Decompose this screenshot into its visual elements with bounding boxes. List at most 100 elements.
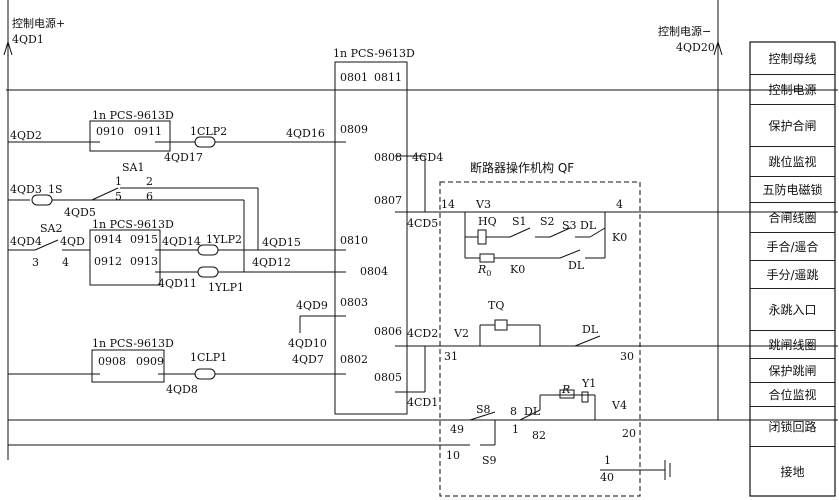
left-rail-id: 4QD1 <box>12 33 44 46</box>
right-rail-title: 控制电源− <box>658 25 712 38</box>
label-4qd: 4QD <box>60 235 85 248</box>
pin-0804: 0804 <box>360 265 388 278</box>
breaker-k0: K0 <box>612 231 628 244</box>
breaker-dl2: DL <box>568 259 585 272</box>
label-sa1-5: 5 <box>115 190 122 203</box>
breaker-n4: 4 <box>616 198 623 211</box>
breaker-v2: V2 <box>454 327 469 340</box>
label-sa2: SA2 <box>40 222 63 235</box>
left-rail-title: 控制电源+ <box>12 17 66 30</box>
pin-0811: 0811 <box>374 71 402 84</box>
sub-box-3-pin-b: 0909 <box>136 355 164 368</box>
breaker-n1b: 1 <box>604 454 611 467</box>
pin-0802: 0802 <box>340 353 368 366</box>
label-4qd9: 4QD9 <box>296 299 328 312</box>
sub-box-1-title: 1n PCS-9613D <box>92 109 174 122</box>
label-4qd5: 4QD5 <box>64 206 96 219</box>
label-1clp2: 1CLP2 <box>190 125 228 138</box>
legend-trip-coil: 跳闸线圈 <box>750 331 835 359</box>
label-4qd16: 4QD16 <box>286 127 325 140</box>
label-4qd8: 4QD8 <box>166 383 198 396</box>
label-4qd11: 4QD11 <box>158 277 197 290</box>
main-device-box <box>334 61 408 415</box>
breaker-v3: V3 <box>476 198 491 211</box>
breaker-r0: R0 <box>478 263 492 279</box>
legend-control-power: 控制电源 <box>750 75 835 105</box>
pin-0803: 0803 <box>340 296 368 309</box>
sub-box-2-pin-b: 0915 <box>130 233 158 246</box>
sub-box-2-pin-a: 0914 <box>94 233 122 246</box>
pin-0806: 0806 <box>374 325 402 338</box>
sub-box-1-frame <box>89 120 171 152</box>
legend-permanent-trip: 永跳入口 <box>750 289 835 331</box>
breaker-n82: 82 <box>532 429 546 442</box>
legend-lock-loop: 闭锁回路 <box>750 407 835 447</box>
legend-close-coil: 合闸线圈 <box>750 203 835 233</box>
label-sa1-6: 6 <box>146 190 153 203</box>
breaker-dl4: DL <box>524 405 541 418</box>
label-4qd12: 4QD12 <box>252 256 291 269</box>
label-4qd4: 4QD4 <box>10 235 42 248</box>
breaker-n30: 30 <box>620 350 634 363</box>
breaker-hq: HQ <box>478 215 497 228</box>
label-4cd4: 4CD4 <box>412 151 444 164</box>
sub-box-1-pin-a: 0910 <box>96 125 124 138</box>
breaker-n14: 14 <box>441 198 455 211</box>
breaker-r: R <box>562 383 571 396</box>
breaker-n8: 8 <box>510 405 517 418</box>
legend-protect-trip: 保护跳闸 <box>750 359 835 383</box>
breaker-dl1: DL <box>580 219 597 232</box>
pin-0805: 0805 <box>374 371 402 384</box>
label-4qd14: 4QD14 <box>162 235 201 248</box>
label-4qd10: 4QD10 <box>288 337 327 350</box>
breaker-title: 断路器操作机构 QF <box>470 161 575 175</box>
label-1s: 1S <box>48 183 63 196</box>
sub-box-2-title: 1n PCS-9613D <box>92 218 174 231</box>
label-4cd1: 4CD1 <box>407 396 439 409</box>
legend-control-bus: 控制母线 <box>750 43 835 75</box>
breaker-n40: 40 <box>600 471 614 484</box>
label-4qd17: 4QD17 <box>164 151 203 164</box>
breaker-s2: S2 <box>540 215 555 228</box>
breaker-box <box>439 181 641 497</box>
legend-close-monitor: 合位监视 <box>750 383 835 407</box>
left-rail-arrow <box>3 40 13 56</box>
sub-box-2-frame <box>89 229 161 286</box>
right-rail-arrow <box>713 40 723 56</box>
label-4qd2: 4QD2 <box>10 129 42 142</box>
breaker-y1: Y1 <box>582 377 597 390</box>
breaker-n20: 20 <box>622 427 636 440</box>
sub-box-2-pin-d: 0913 <box>130 255 158 268</box>
label-sa2-4: 4 <box>62 256 69 269</box>
label-1clp1: 1CLP1 <box>190 351 228 364</box>
breaker-s1: S1 <box>512 215 527 228</box>
breaker-n1: 1 <box>512 423 519 436</box>
legend-manual-close: 手合/遥合 <box>750 233 835 261</box>
breaker-dl3: DL <box>582 323 599 336</box>
label-4qd7: 4QD7 <box>292 353 324 366</box>
sub-box-2-pin-c: 0912 <box>94 255 122 268</box>
legend-interlock: 五防电磁锁 <box>750 177 835 203</box>
label-sa2-3: 3 <box>32 256 39 269</box>
breaker-s9: S9 <box>482 454 497 467</box>
legend-ground: 接地 <box>780 464 805 479</box>
breaker-tq: TQ <box>488 299 505 312</box>
sub-box-3-frame <box>91 349 165 383</box>
label-4qd3: 4QD3 <box>10 183 42 196</box>
pin-0810: 0810 <box>340 234 368 247</box>
legend-protect-close: 保护合闸 <box>750 105 835 147</box>
sub-box-1-pin-b: 0911 <box>134 125 162 138</box>
pin-0801: 0801 <box>340 71 368 84</box>
legend-manual-trip: 手分/遥跳 <box>750 261 835 289</box>
right-rail-id: 4QD20 <box>676 41 715 54</box>
sub-box-3-title: 1n PCS-9613D <box>92 337 174 350</box>
breaker-n49: 49 <box>450 423 464 436</box>
label-4qd15: 4QD15 <box>262 236 301 249</box>
breaker-s8: S8 <box>476 403 491 416</box>
label-1ylp2: 1YLP2 <box>206 233 242 246</box>
pin-0808: 0808 <box>374 151 402 164</box>
pin-0807: 0807 <box>374 194 402 207</box>
legend-trip-monitor: 跳位监视 <box>750 147 835 177</box>
pin-0809: 0809 <box>340 123 368 136</box>
